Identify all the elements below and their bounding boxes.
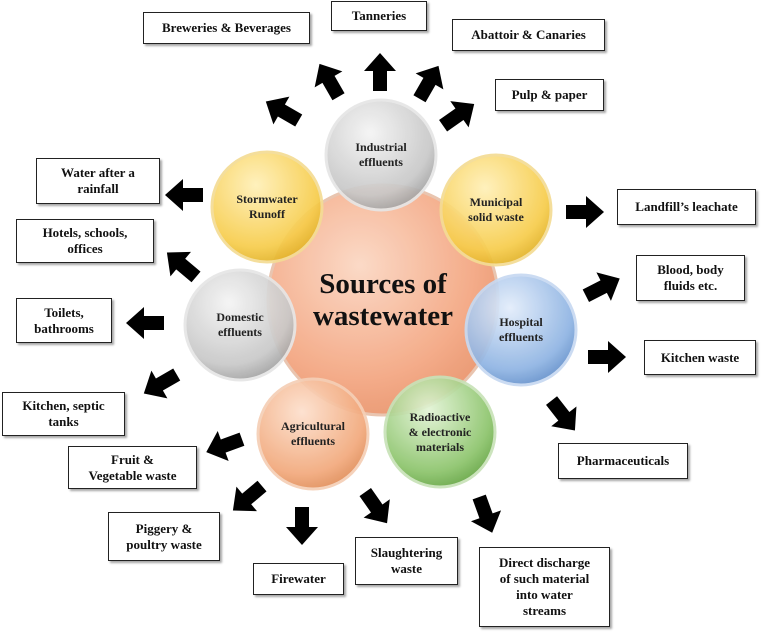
direct-discharge-box: Direct discharge of such material into w… [479, 547, 610, 627]
toilets-box: Toilets, bathrooms [16, 298, 112, 343]
arrow-to-rainfall [165, 179, 203, 211]
piggery-box: Piggery & poultry waste [108, 512, 220, 561]
arrow-to-direct-discharge [464, 491, 508, 539]
arrow-to-pharmaceuticals [538, 390, 588, 441]
source-circles [183, 98, 578, 491]
agricultural-circle [256, 377, 370, 491]
arrow-to-abattoir [405, 57, 453, 107]
fruit-box: Fruit & Vegetable waste [68, 446, 197, 489]
domestic-circle [183, 268, 297, 382]
radioactive-label: Radioactive & electronic materials [408, 409, 472, 454]
tanneries-box: Tanneries [331, 1, 427, 31]
arrow-to-slaughtering [352, 482, 401, 533]
firewater-box: Firewater [253, 563, 344, 595]
arrow-to-fruit [200, 424, 248, 468]
municipal-circle [439, 153, 553, 267]
arrow-to-kitchen-waste [588, 341, 626, 373]
arrow-to-landfill [566, 196, 604, 228]
municipal-label: Municipal solid waste [468, 195, 524, 224]
industrial-label: Industrial effluents [355, 140, 407, 169]
arrow-to-firewater [286, 507, 318, 545]
arrow-to-piggery [222, 473, 273, 523]
agricultural-label: Agricultural effluents [281, 419, 345, 448]
arrow-to-pulp [433, 90, 484, 139]
radioactive-circle [383, 375, 497, 489]
domestic-label: Domestic effluents [216, 310, 264, 339]
abattoir-box: Abattoir & Canaries [452, 19, 605, 51]
kitchen-septic-box: Kitchen, septic tanks [2, 392, 125, 436]
industrial-circle [324, 98, 438, 212]
landfill-box: Landfill’s leachate [617, 189, 756, 225]
pulp-box: Pulp & paper [495, 79, 604, 111]
pharmaceuticals-box: Pharmaceuticals [558, 443, 688, 479]
arrow-to-tanneries [364, 53, 396, 91]
arrow-to-kitchen-septic [135, 360, 185, 408]
breweries-box: Breweries & Beverages [143, 12, 310, 44]
arrow-to-toilets [126, 307, 164, 339]
arrow-to-blood [578, 264, 627, 310]
hospital-label: Hospital effluents [499, 315, 543, 344]
kitchen-waste-box: Kitchen waste [644, 340, 756, 375]
rainfall-box: Water after a rainfall [36, 158, 160, 204]
hospital-circle [464, 273, 578, 387]
stormwater-circle [210, 150, 324, 264]
arrow-to-breweries-2 [257, 87, 307, 135]
blood-box: Blood, body fluids etc. [636, 255, 745, 301]
slaughtering-box: Slaughtering waste [355, 537, 458, 585]
hotels-box: Hotels, schools, offices [16, 219, 154, 263]
arrow-to-hotels [156, 240, 207, 290]
stormwater-label: Stormwater Runoff [236, 192, 298, 221]
center-label: Sources of wastewater [312, 268, 454, 332]
arrow-to-breweries [305, 55, 353, 105]
